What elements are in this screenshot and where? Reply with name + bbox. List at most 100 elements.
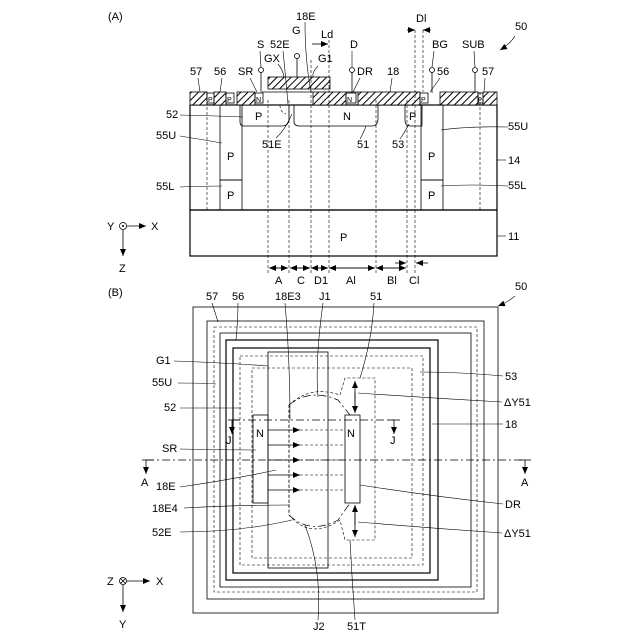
p-tap-2: P (227, 97, 232, 104)
axis-z-a: Z (119, 263, 126, 275)
n-drain-label: N (343, 111, 351, 123)
label-18: 18 (387, 66, 399, 78)
dim-al: Al (346, 275, 356, 287)
p-55u-left: P (227, 151, 234, 163)
drift-region-51 (289, 378, 375, 540)
axis-x-a: X (151, 221, 159, 233)
p-source-label: P (255, 111, 262, 123)
label-56-left: 56 (214, 66, 226, 78)
axis-y-b: Y (119, 619, 127, 631)
label-18e-b: 18E (156, 481, 176, 493)
label-14: 14 (508, 155, 520, 167)
label-11: 11 (508, 231, 519, 243)
label-gx: GX (264, 53, 281, 65)
label-57-left: 57 (190, 66, 202, 78)
ref-arrow-a (500, 36, 515, 50)
dim-a: A (275, 275, 283, 287)
source-region-52 (240, 105, 289, 126)
label-j1: J1 (319, 291, 331, 303)
n-source-label: N (256, 97, 261, 104)
left-labels-b: G1 55U 52 SR 18E 18E4 52E (152, 355, 292, 539)
figure-a: (A) 50 P P N N P P (107, 11, 528, 287)
axis-x-b: X (156, 576, 164, 588)
label-53: 53 (392, 139, 404, 151)
label-55u-left: 55U (156, 130, 176, 142)
axis-z-b: Z (107, 576, 114, 588)
label-dr-b: DR (505, 499, 521, 511)
dim-c: C (297, 275, 305, 287)
p-55u-right: P (428, 151, 435, 163)
terminal-d: D (350, 39, 358, 51)
terminal-s: S (257, 39, 264, 51)
gate-electrode-g1 (268, 77, 330, 89)
p-55l-right: P (428, 190, 435, 202)
axes-b: Z X Y (107, 576, 164, 631)
n-source-plan: N (256, 428, 264, 440)
dim-d1: D1 (314, 275, 328, 287)
right-labels-b: 53 ΔY51 18 DR ΔY51 (358, 371, 531, 540)
label-51: 51 (357, 139, 369, 151)
ring-53 (252, 368, 412, 558)
label-57-b: 57 (206, 291, 218, 303)
section-a-left: A (141, 477, 149, 489)
ring-55u-inner (240, 356, 423, 565)
ref-number-b: 50 (515, 281, 527, 293)
label-dy51-bottom: ΔY51 (504, 528, 531, 540)
p-55l-left: P (227, 190, 234, 202)
dim-cl: Cl (409, 275, 419, 287)
label-dy51-top: ΔY51 (504, 397, 531, 409)
n-drain-plan: N (347, 428, 355, 440)
drain-region-51 (294, 105, 378, 126)
label-56-right: 56 (437, 66, 449, 78)
label-55l-left: 55L (156, 181, 174, 193)
label-55u-right: 55U (508, 121, 528, 133)
n-drain-contact: N (347, 97, 352, 104)
p-substrate-label: P (340, 232, 347, 244)
label-18e4-b: 18E4 (152, 503, 178, 515)
column-55u-right (421, 105, 443, 180)
terminal-sub: SUB (462, 39, 485, 51)
dimension-row-a: A C D1 Al Bl Cl (269, 263, 428, 287)
axes-a: Y X Z (107, 221, 159, 275)
section-a-right: A (521, 477, 529, 489)
label-18e3-b: 18E3 (275, 291, 301, 303)
label-55u-b: 55U (152, 377, 172, 389)
p-tap-1: P (208, 97, 213, 104)
label-53-b: 53 (505, 371, 517, 383)
label-dl: Dl (416, 13, 426, 25)
label-51e: 51E (262, 139, 282, 151)
terminal-bg: BG (432, 39, 448, 51)
label-g1-b: G1 (156, 355, 171, 367)
section-j-left: J (226, 435, 232, 447)
label-57-right: 57 (482, 66, 494, 78)
label-sr-b: SR (162, 443, 177, 455)
ref-number-a: 50 (515, 21, 527, 33)
figure-b: (B) 50 N N J J (107, 281, 531, 633)
label-51t: 51T (347, 621, 366, 633)
label-sr: SR (238, 66, 253, 78)
label-dr: DR (357, 66, 373, 78)
p-tap-3: P (421, 97, 426, 104)
terminal-g: G (292, 25, 301, 37)
label-55l-right: 55L (508, 180, 526, 192)
top-labels-a: 18E Ld 52E G1 GX Dl 57 56 SR DR 18 56 (190, 11, 494, 104)
surface-insulator (190, 92, 497, 105)
label-52e: 52E (270, 39, 290, 51)
ring-18b (233, 348, 430, 573)
dim-bl: Bl (387, 275, 397, 287)
section-j-right: J (390, 435, 396, 447)
label-j2: J2 (313, 621, 325, 633)
panel-b-label: (B) (108, 287, 123, 299)
label-52-b: 52 (164, 402, 176, 414)
side-labels-a: 52 55U 55L 51E 51 53 55U 14 55L 11 (156, 109, 528, 243)
label-g1: G1 (318, 53, 333, 65)
label-56-b: 56 (232, 291, 244, 303)
label-52: 52 (166, 109, 178, 121)
panel-a-label: (A) (108, 11, 123, 23)
label-18-b: 18 (505, 419, 517, 431)
label-51-b: 51 (370, 291, 382, 303)
label-52e-b: 52E (152, 527, 172, 539)
label-ld: Ld (321, 29, 333, 41)
label-18e: 18E (296, 11, 316, 23)
